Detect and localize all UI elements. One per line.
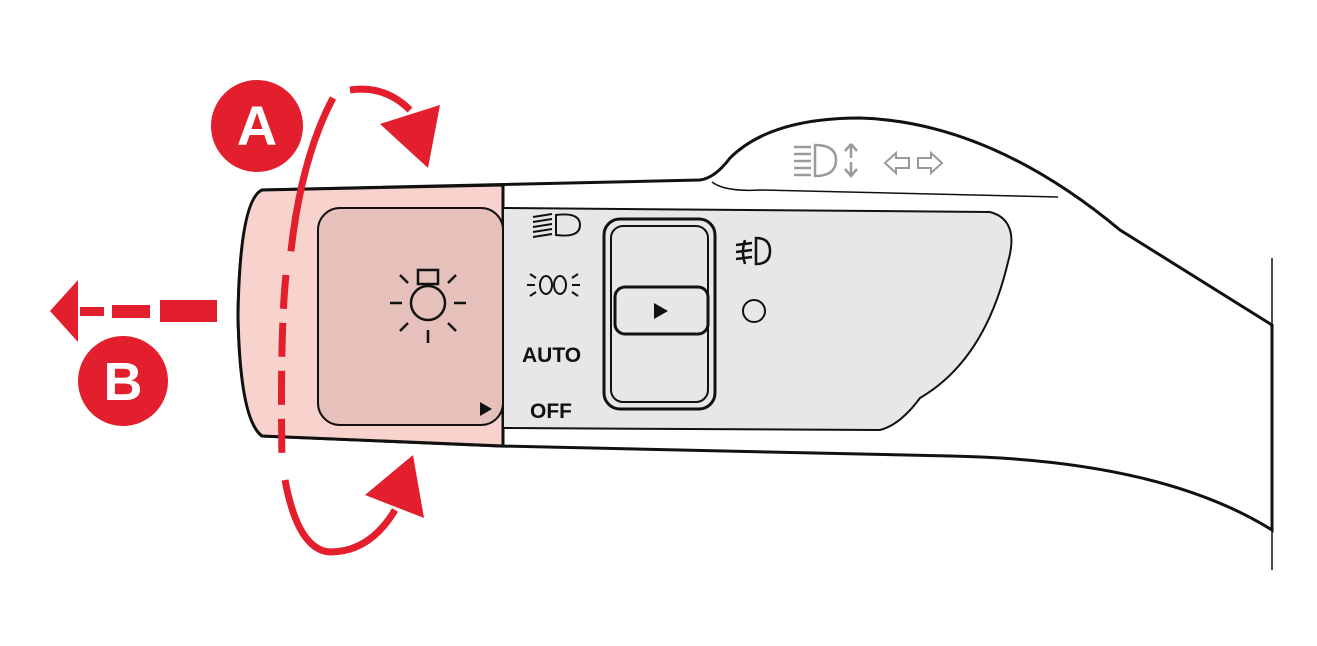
beam-flash-icon [794, 143, 858, 178]
auto-label: AUTO [522, 344, 581, 367]
indicator-circle [742, 299, 766, 323]
rotate-arrow-a [278, 85, 413, 556]
position-indicator-icon [480, 402, 492, 416]
slider-arrow-icon [654, 303, 668, 319]
callout-a-badge [211, 80, 303, 172]
knob-inner-face [317, 207, 504, 426]
parking-lights-icon [527, 273, 580, 297]
headlamp-icon [390, 268, 466, 343]
off-label: OFF [530, 400, 572, 423]
turn-signal-arrows-icon [883, 150, 944, 176]
callout-b-badge [78, 336, 168, 426]
stalk-inner-line [711, 181, 1059, 198]
pull-arrow-b [50, 280, 217, 342]
callout-b-label: B [104, 352, 143, 412]
fog-light-icon [735, 236, 772, 266]
high-beam-icon [532, 213, 582, 238]
arrowhead-top [380, 105, 440, 168]
callout-a-label: A [237, 94, 277, 157]
arrowhead-bottom [365, 455, 424, 518]
